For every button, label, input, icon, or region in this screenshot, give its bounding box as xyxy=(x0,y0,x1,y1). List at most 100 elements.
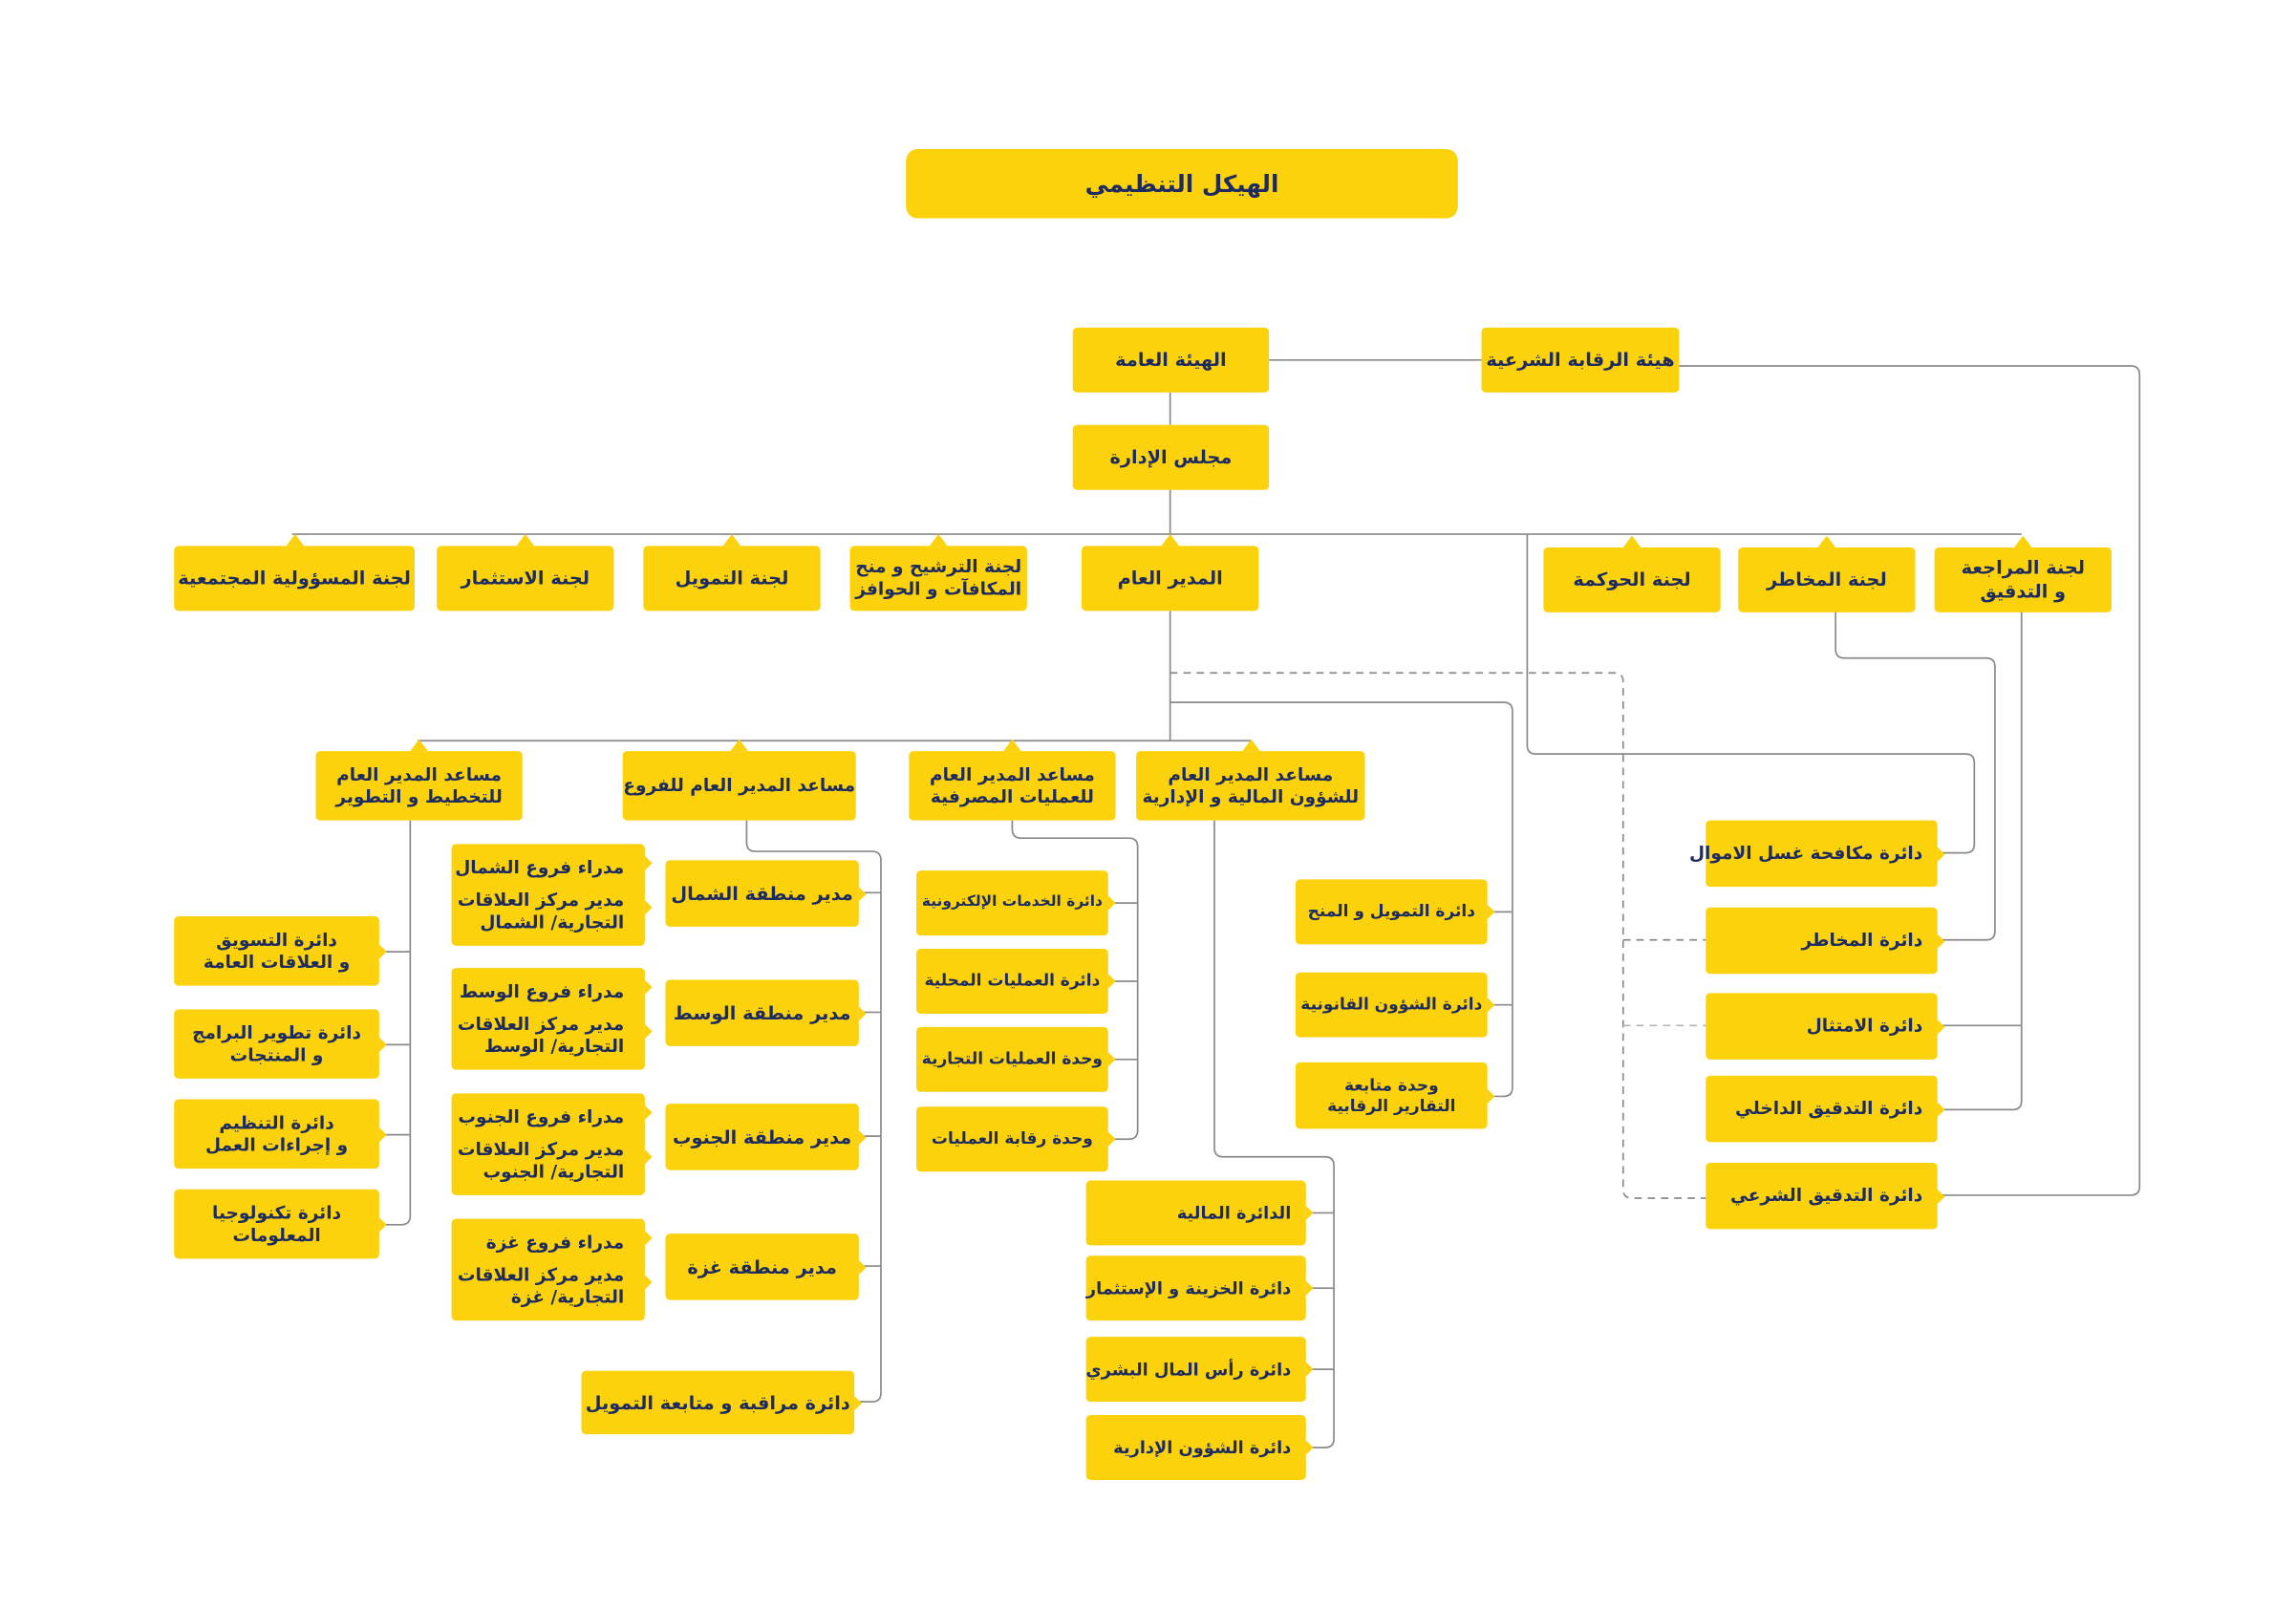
committee-audit: لجنة المراجعة و التدقيق xyxy=(1934,535,2112,612)
committee-governance: لجنة الحوكمة xyxy=(1543,535,1721,612)
general-assembly-box: الهيئة العامة xyxy=(1072,327,1270,393)
node-label: دائرة الامتثال xyxy=(1806,1015,1923,1037)
operations-unit: وحدة رقابة العمليات xyxy=(916,1106,1116,1172)
pointer-marker xyxy=(644,1230,653,1246)
operations-unit: وحدة العمليات التجارية xyxy=(916,1026,1116,1092)
commercial-center-label: التجارية/ الجنوب xyxy=(483,1160,625,1182)
chart-title-text: الهيكل التنظيمي xyxy=(1084,168,1279,198)
planning-department: دائرة تكنولوجيا المعلومات xyxy=(174,1189,387,1259)
operations-unit: دائرة الخدمات الإلكترونية xyxy=(916,870,1116,936)
node-label: دائرة التنظيم xyxy=(219,1111,334,1133)
control-unit-internal-audit: دائرة التدقيق الداخلي xyxy=(1706,1075,1945,1143)
connector-line xyxy=(1835,611,1996,941)
commercial-center-label: مدير مركز العلاقات xyxy=(457,1013,625,1034)
general-manager-box: المدير العام xyxy=(1082,534,1259,611)
node-label: مجلس الإدارة xyxy=(1109,445,1233,468)
pointer-marker xyxy=(644,1149,653,1165)
commercial-center-label: مدير مركز العلاقات xyxy=(457,1263,625,1285)
node-label: دائرة تكنولوجيا xyxy=(211,1201,342,1223)
node-label: و العلاقات العامة xyxy=(203,951,351,972)
node-label: دائرة التسويق xyxy=(216,929,337,950)
node-label: مدير منطقة الشمال xyxy=(671,882,853,905)
control-unit-aml: دائرة مكافحة غسل الاموال xyxy=(1689,820,1945,888)
node-label: دائرة التمويل و المنح xyxy=(1307,901,1475,921)
admin-unit: الدائرة المالية xyxy=(1085,1180,1314,1246)
planning-department: دائرة التسويق و العلاقات العامة xyxy=(174,916,387,986)
node-label: دائرة الشؤون القانونية xyxy=(1300,995,1483,1015)
sharia-board-box: هيئة الرقابة الشرعية xyxy=(1481,327,1680,393)
operations-unit: دائرة العمليات المحلية xyxy=(916,949,1116,1014)
node-label: التقارير الرقابية xyxy=(1327,1095,1456,1115)
node-label: المعلومات xyxy=(232,1224,321,1245)
node-label: مدير منطقة الوسط xyxy=(673,1001,851,1024)
node-label: دائرة الشؤون الإدارية xyxy=(1113,1436,1292,1458)
node-label: دائرة الخدمات الإلكترونية xyxy=(921,893,1103,911)
region-manager-center: مدير منطقة الوسط xyxy=(665,979,867,1046)
node-label: دائرة تطوير البرامج xyxy=(192,1021,362,1043)
pointer-marker xyxy=(644,1275,653,1290)
admin-unit: دائرة رأس المال البشري xyxy=(1085,1337,1314,1403)
branch-group-north: مدراء فروع الشمال مدير مركز العلاقات الت… xyxy=(451,844,653,946)
node-label: لجنة التمويل xyxy=(675,567,789,590)
node-label: و إجراءات العمل xyxy=(204,1133,349,1155)
node-label: دائرة العمليات المحلية xyxy=(924,971,1101,991)
financing-monitoring-department: دائرة مراقبة و متابعة التمويل xyxy=(581,1370,862,1435)
node-label: دائرة التدقيق الداخلي xyxy=(1735,1097,1923,1119)
pointer-marker xyxy=(644,1105,653,1121)
node-label: للعمليات المصرفية xyxy=(930,785,1094,806)
planning-department: دائرة تطوير البرامج و المنتجات xyxy=(174,1009,387,1079)
pointer-marker xyxy=(644,1023,653,1040)
node-label: الدائرة المالية xyxy=(1176,1202,1292,1223)
node-label: هيئة الرقابة الشرعية xyxy=(1486,348,1675,371)
connector-line xyxy=(378,820,412,1226)
branch-managers-label: مدراء فروع الجنوب xyxy=(458,1105,625,1127)
node-label: لجنة المراجعة xyxy=(1961,556,2086,579)
branch-managers-label: مدراء فروع الشمال xyxy=(455,856,625,878)
node-label: المكافآت و الحوافز xyxy=(855,578,1022,600)
committee-investment: لجنة الاستثمار xyxy=(437,534,614,611)
region-manager-south: مدير منطقة الجنوب xyxy=(665,1104,867,1170)
planning-department: دائرة التنظيم و إجراءات العمل xyxy=(174,1099,387,1169)
node-label: دائرة الخزينة و الإستثمار xyxy=(1085,1277,1292,1298)
committee-financing: لجنة التمويل xyxy=(643,534,821,611)
finance-unit: وحدة متابعة التقارير الرقابية xyxy=(1295,1062,1495,1129)
node-label: دائرة المخاطر xyxy=(1801,929,1923,951)
control-unit-compliance: دائرة الامتثال xyxy=(1706,993,1945,1060)
pointer-marker xyxy=(644,979,653,995)
node-label: دائرة التدقيق الشرعي xyxy=(1729,1185,1923,1206)
node-label: وحدة متابعة xyxy=(1343,1075,1439,1095)
branch-managers-label: مدراء فروع غزة xyxy=(485,1231,625,1253)
pointer-marker xyxy=(644,900,653,915)
dashed-connector-line xyxy=(1169,672,1706,1199)
node-label: دائرة مراقبة و متابعة التمويل xyxy=(585,1390,850,1413)
connector-line xyxy=(1679,365,2141,1196)
connector-line xyxy=(1011,820,1139,1141)
branch-group-center: مدراء فروع الوسط مدير مركز العلاقات التج… xyxy=(451,968,653,1070)
control-unit-sharia-audit: دائرة التدقيق الشرعي xyxy=(1706,1162,1945,1230)
node-label: وحدة رقابة العمليات xyxy=(931,1128,1093,1148)
connector-line xyxy=(745,820,882,1403)
branch-group-south: مدراء فروع الجنوب مدير مركز العلاقات الت… xyxy=(451,1093,653,1195)
admin-unit: دائرة الخزينة و الإستثمار xyxy=(1085,1255,1314,1321)
node-label: الهيئة العامة xyxy=(1115,348,1227,371)
commercial-center-label: التجارية/ الوسط xyxy=(483,1035,625,1056)
chart-title: الهيكل التنظيمي xyxy=(906,148,1458,219)
board-of-directors-box: مجلس الإدارة xyxy=(1072,424,1270,490)
committee-social-responsibility: لجنة المسؤولية المجتمعية xyxy=(174,534,415,611)
node-label: المدير العام xyxy=(1117,567,1223,590)
assistant-gm-branches: مساعد المدير العام للفروع xyxy=(622,739,856,821)
commercial-center-label: التجارية/ الشمال xyxy=(480,911,625,933)
connector-line xyxy=(1169,701,1513,1098)
node-label: لجنة الترشيح و منح xyxy=(855,556,1022,577)
branch-managers-label: مدراء فروع الوسط xyxy=(459,980,625,1001)
node-label: للتخطيط و التطوير xyxy=(335,785,503,806)
committee-risk: لجنة المخاطر xyxy=(1738,535,1916,612)
node-label: مدير منطقة الجنوب xyxy=(673,1125,852,1148)
commercial-center-label: مدير مركز العلاقات xyxy=(457,1138,625,1160)
connector-line xyxy=(1526,534,1976,854)
node-label: و التدقيق xyxy=(1980,579,2067,603)
node-label: لجنة الحوكمة xyxy=(1573,568,1691,591)
region-manager-gaza: مدير منطقة غزة xyxy=(665,1234,867,1300)
node-label: لجنة المسؤولية المجتمعية xyxy=(178,567,411,590)
